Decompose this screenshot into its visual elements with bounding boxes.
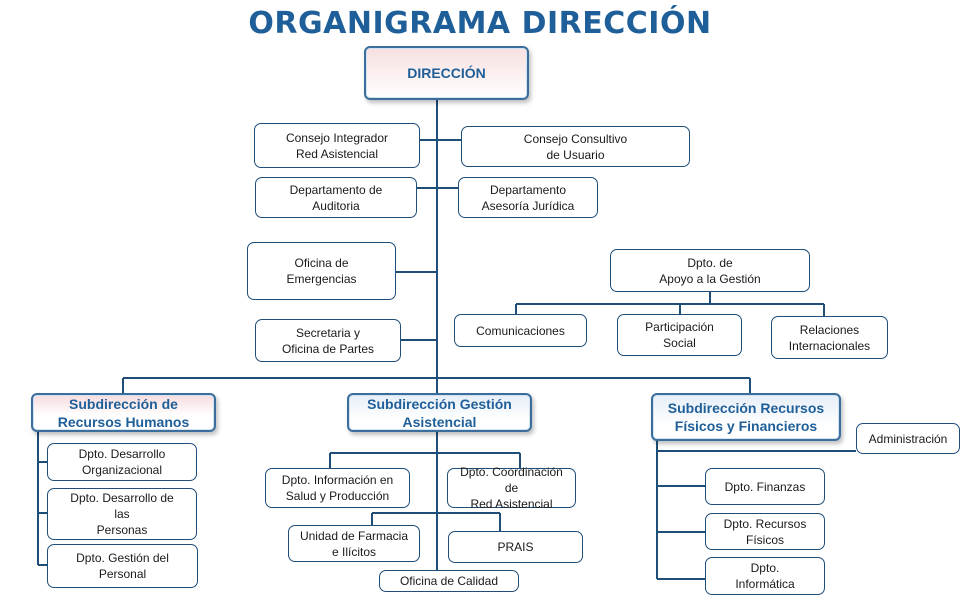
node-dpto-finanzas: Dpto. Finanzas (705, 468, 825, 505)
node-direccion: DIRECCIÓN (364, 46, 529, 100)
node-prais: PRAIS (448, 531, 583, 563)
node-subdireccion-rrhh: Subdirección de Recursos Humanos (31, 393, 216, 432)
node-apoyo-gestion: Dpto. de Apoyo a la Gestión (610, 249, 810, 292)
node-dpto-desarrollo-organizacional: Dpto. Desarrollo Organizacional (47, 443, 197, 481)
node-secretaria: Secretaria y Oficina de Partes (255, 319, 401, 362)
node-participacion-social: Participación Social (617, 314, 742, 356)
node-unidad-farmacia: Unidad de Farmacia e Ilícitos (288, 525, 420, 562)
node-dpto-coordinacion-red: Dpto. Coordinación de Red Asistencial (447, 465, 576, 511)
node-comunicaciones: Comunicaciones (454, 314, 587, 347)
node-dpto-informacion-salud: Dpto. Información en Salud y Producción (265, 468, 410, 508)
node-departamento-auditoria: Departamento de Auditoria (255, 177, 417, 218)
node-consejo-integrador: Consejo Integrador Red Asistencial (254, 123, 420, 168)
node-dpto-gestion-personal: Dpto. Gestión del Personal (47, 544, 198, 588)
node-dpto-desarrollo-personas: Dpto. Desarrollo de las Personas (47, 488, 197, 540)
node-administracion: Administración (856, 423, 960, 454)
page-title: ORGANIGRAMA DIRECCIÓN (248, 6, 712, 41)
node-consejo-consultivo: Consejo Consultivo de Usuario (461, 126, 690, 167)
node-oficina-calidad: Oficina de Calidad (379, 570, 519, 592)
node-subdireccion-gestion-asistencial: Subdirección Gestión Asistencial (347, 393, 532, 432)
node-dpto-informatica: Dpto. Informática (705, 557, 825, 595)
node-dpto-recursos-fisicos: Dpto. Recursos Físicos (705, 513, 825, 550)
node-relaciones-internacionales: Relaciones Internacionales (771, 316, 888, 359)
node-departamento-asesoria-juridica: Departamento Asesoría Jurídica (458, 177, 598, 218)
node-oficina-emergencias: Oficina de Emergencias (247, 242, 396, 300)
node-subdireccion-recursos: Subdirección Recursos Físicos y Financie… (651, 393, 841, 441)
